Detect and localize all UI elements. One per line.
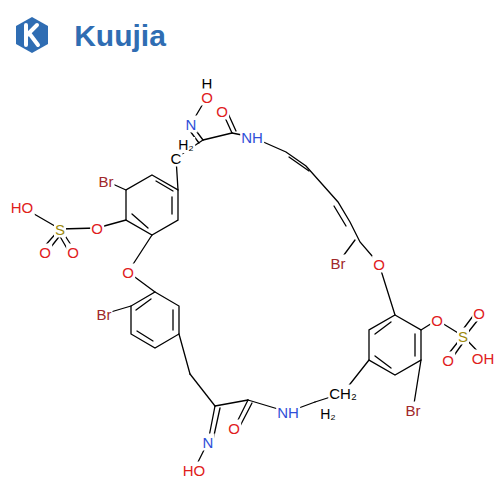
atom-label: OH (471, 350, 496, 367)
atom-label: O (372, 256, 386, 273)
atom-label: O (66, 244, 80, 261)
atom-label: O (430, 312, 444, 329)
atom-label: Br (98, 173, 115, 190)
atom-label: O (227, 420, 241, 437)
atom-label: HO (10, 199, 35, 216)
atom-label: O (200, 89, 214, 106)
atom-label: C (170, 150, 183, 167)
atom-label: O (121, 264, 135, 281)
atom-label: NH (240, 129, 264, 146)
atom-label: N (185, 116, 198, 133)
atom-label: NH (276, 404, 300, 421)
atom-label: S (457, 328, 469, 345)
atom-label: Br (405, 402, 422, 419)
atom-label: HO (182, 462, 207, 479)
atom-label: CH₂ (328, 385, 358, 402)
atom-label: O (38, 244, 52, 261)
atom-label: O (472, 305, 486, 322)
atom-label: H₂ (319, 406, 337, 422)
bonds (22, 97, 484, 470)
atom-label: Br (330, 255, 347, 272)
atom-label: O (441, 352, 455, 369)
atom-label: N (202, 434, 215, 451)
atom-label: S (54, 221, 66, 238)
atom-label: Br (96, 306, 113, 323)
atom-label: O (215, 103, 229, 120)
atom-label: O (90, 220, 104, 237)
logo-icon (16, 17, 48, 53)
watermark-logo: Kuujia (73, 20, 167, 52)
